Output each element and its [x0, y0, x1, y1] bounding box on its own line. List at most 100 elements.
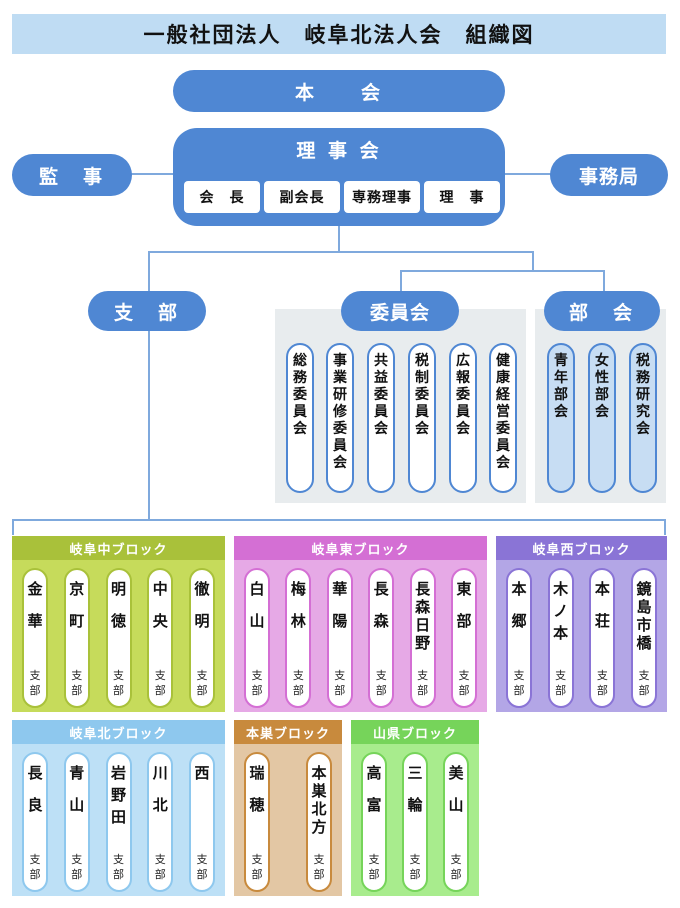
branch-suffix: 支部 — [375, 669, 387, 697]
branch-capsule: 美山支部 — [443, 752, 469, 892]
iinkai-area — [275, 309, 526, 503]
branch-capsule: 明徳支部 — [105, 568, 132, 708]
branch-capsule: 本巣北方支部 — [306, 752, 332, 892]
block-body: 長良支部青山支部岩野田支部川北支部西支部 — [12, 744, 225, 896]
division-0: 青年部会 — [547, 343, 575, 493]
division-2: 税務研究会 — [629, 343, 657, 493]
branch-capsule: 瑞穂支部 — [244, 752, 270, 892]
block-header: 岐阜中ブロック — [12, 536, 225, 560]
branch-capsule: 白山支部 — [244, 568, 270, 708]
branch-suffix: 支部 — [450, 853, 462, 881]
connector-jimukyoku — [500, 173, 552, 175]
block-3: 岐阜北ブロック長良支部青山支部岩野田支部川北支部西支部 — [12, 720, 225, 896]
connector-blocks-horizontal — [12, 519, 666, 521]
branch-suffix: 支部 — [417, 669, 429, 697]
shibu-pill: 支 部 — [88, 291, 206, 331]
branch-suffix: 支部 — [251, 669, 263, 697]
branch-capsule: 徹明支部 — [189, 568, 215, 708]
role-2: 専務理事 — [344, 181, 420, 213]
block-4: 本巣ブロック瑞穂支部 本巣北方支部 — [234, 720, 342, 896]
connector-main-down — [338, 226, 340, 252]
branch-suffix: 支部 — [409, 853, 421, 881]
role-0: 会 長 — [184, 181, 260, 213]
committee-5: 健康経営委員会 — [489, 343, 517, 493]
branch-capsule: 本郷支部 — [506, 568, 532, 708]
connector-iinkai-bukai — [400, 270, 604, 272]
branch-capsule: 東部支部 — [451, 568, 477, 708]
branch-suffix: 支部 — [292, 669, 304, 697]
connector-kanji — [128, 173, 176, 175]
branch-suffix: 支部 — [251, 853, 263, 881]
block-header: 本巣ブロック — [234, 720, 342, 744]
branch-suffix: 支部 — [313, 853, 325, 881]
block-body: 本郷支部木ノ本支部本荘支部鏡島市橋支部 — [496, 560, 667, 712]
branch-capsule: 長森日野支部 — [409, 568, 436, 708]
branch-capsule: 鏡島市橋支部 — [631, 568, 657, 708]
branch-suffix: 支部 — [113, 853, 124, 881]
branch-capsule: 長森支部 — [368, 568, 395, 708]
branch-suffix: 支部 — [154, 853, 166, 881]
branch-capsule: 青山支部 — [63, 752, 90, 892]
block-header: 岐阜北ブロック — [12, 720, 225, 744]
branch-capsule: 梅林支部 — [285, 568, 312, 708]
block-body: 高富支部三輪支部美山支部 — [351, 744, 479, 896]
branch-suffix: 支部 — [29, 853, 41, 881]
branch-suffix: 支部 — [113, 669, 124, 697]
branch-capsule: 華陽支部 — [326, 568, 353, 708]
branch-capsule: 西支部 — [189, 752, 215, 892]
branch-suffix: 支部 — [196, 853, 208, 881]
committee-0: 総務委員会 — [286, 343, 314, 493]
branch-capsule: 川北支部 — [147, 752, 174, 892]
committee-3: 税制委員会 — [408, 343, 436, 493]
block-header: 岐阜西ブロック — [496, 536, 667, 560]
branch-suffix: 支部 — [596, 669, 608, 697]
branch-suffix: 支部 — [71, 853, 83, 881]
page-title: 一般社団法人 岐阜北法人会 組織図 — [12, 14, 666, 54]
committee-4: 広報委員会 — [449, 343, 477, 493]
connector-shibu-up — [148, 251, 150, 291]
block-0: 岐阜中ブロック金華支部京町支部明徳支部中央支部徹明支部 — [12, 536, 225, 712]
role-1: 副会長 — [264, 181, 340, 213]
branch-suffix: 支部 — [638, 669, 650, 697]
branch-suffix: 支部 — [555, 669, 567, 697]
branch-suffix: 支部 — [196, 669, 208, 697]
branch-capsule: 木ノ本支部 — [547, 568, 574, 708]
jimukyoku-pill: 事務局 — [550, 154, 668, 196]
branch-capsule: 長良支部 — [22, 752, 48, 892]
kanji-pill: 監 事 — [12, 154, 132, 196]
branch-capsule: 本荘支部 — [589, 568, 616, 708]
honkai-pill: 本 会 — [173, 70, 505, 112]
connector-shibu-down — [148, 330, 150, 520]
branch-suffix: 支部 — [368, 853, 380, 881]
block-body: 瑞穂支部 本巣北方支部 — [234, 744, 342, 896]
connector-blocks-right — [664, 519, 666, 535]
committee-2: 共益委員会 — [367, 343, 395, 493]
branch-suffix: 支部 — [334, 669, 346, 697]
branch-capsule: 金華支部 — [22, 568, 48, 708]
branch-suffix: 支部 — [29, 669, 41, 697]
block-body: 金華支部京町支部明徳支部中央支部徹明支部 — [12, 560, 225, 712]
connector-bukai-up — [603, 270, 605, 292]
block-header: 岐阜東ブロック — [234, 536, 487, 560]
branch-suffix: 支部 — [71, 669, 83, 697]
connector-iinkai-up — [400, 270, 402, 292]
block-2: 岐阜西ブロック本郷支部木ノ本支部本荘支部鏡島市橋支部 — [496, 536, 667, 712]
branch-suffix: 支部 — [458, 669, 470, 697]
block-1: 岐阜東ブロック白山支部梅林支部華陽支部長森支部長森日野支部東部支部 — [234, 536, 487, 712]
branch-capsule: 中央支部 — [147, 568, 174, 708]
connector-blocks-left — [12, 519, 14, 535]
block-header: 山県ブロック — [351, 720, 479, 744]
branch-capsule: 岩野田支部 — [105, 752, 132, 892]
connector-right-down — [532, 251, 534, 271]
iinkai-pill: 委員会 — [341, 291, 459, 331]
rijikai-label: 理 事 会 — [296, 139, 382, 162]
committee-1: 事業研修委員会 — [326, 343, 354, 493]
branch-suffix: 支部 — [154, 669, 166, 697]
block-body: 白山支部梅林支部華陽支部長森支部長森日野支部東部支部 — [234, 560, 487, 712]
branch-suffix: 支部 — [513, 669, 525, 697]
branch-capsule: 高富支部 — [361, 752, 387, 892]
branch-capsule: 京町支部 — [63, 568, 90, 708]
block-5: 山県ブロック高富支部三輪支部美山支部 — [351, 720, 479, 896]
branch-capsule: 三輪支部 — [402, 752, 428, 892]
bukai-pill: 部 会 — [544, 291, 660, 331]
